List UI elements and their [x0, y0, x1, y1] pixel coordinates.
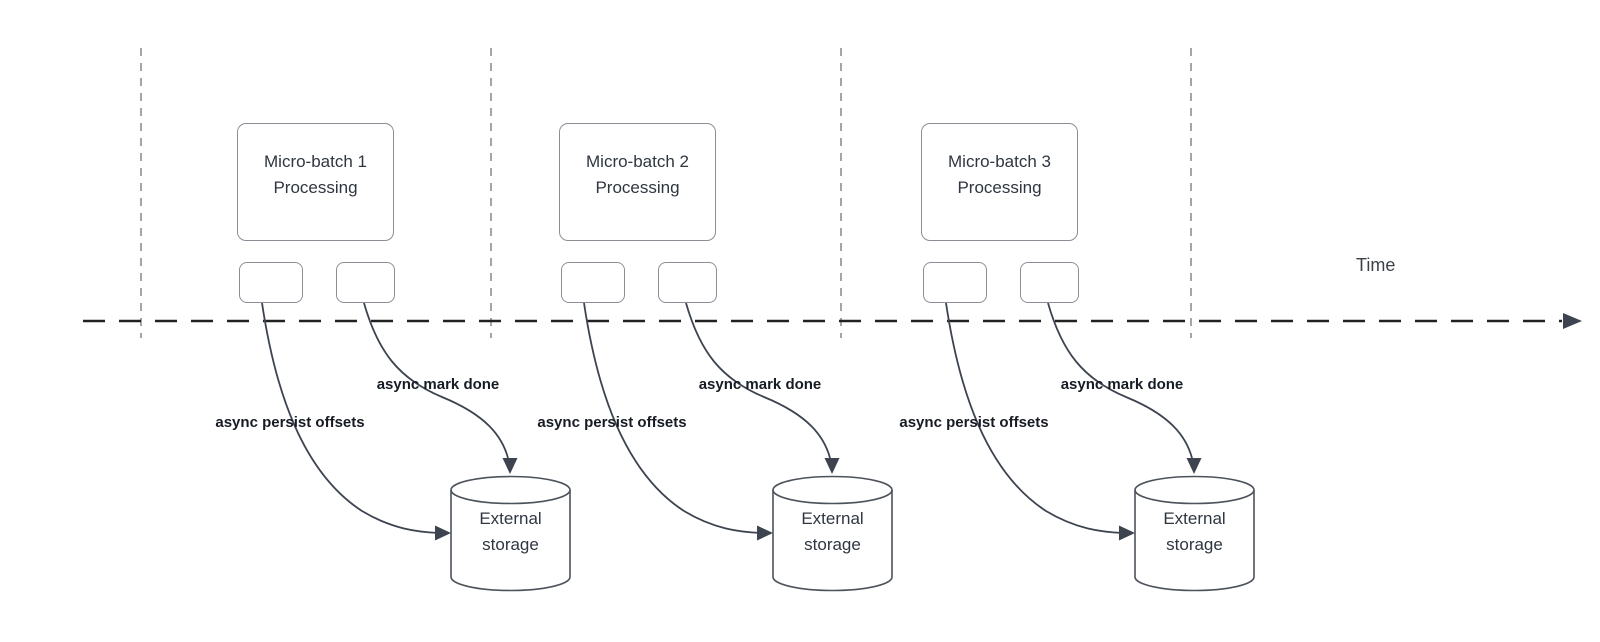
time-axis-arrowhead-icon	[1563, 313, 1582, 329]
persist-offsets-arrow	[261, 302, 440, 534]
micro-batch-1-box: Micro-batch 1 Processing	[237, 123, 394, 241]
external-storage-label-1: External storage	[479, 509, 542, 554]
cylinder-top-rim	[450, 489, 571, 505]
external-storage-label-3: External storage	[1163, 509, 1226, 554]
micro-batch-1-label: Micro-batch 1 Processing	[264, 152, 367, 197]
micro-batch-2-box: Micro-batch 2 Processing	[559, 123, 716, 241]
group-1-shapes	[261, 302, 571, 592]
offset-commit-box-3	[923, 262, 987, 303]
persist-offsets-arrow	[583, 302, 762, 534]
mark-done-label-3: async mark done	[1060, 376, 1184, 393]
micro-batch-3-box: Micro-batch 3 Processing	[921, 123, 1078, 241]
mark-done-label-1: async mark done	[376, 376, 500, 393]
external-storage-cylinder	[772, 475, 893, 592]
offset-commit-box-2	[561, 262, 625, 303]
persist-offsets-label-1: async persist offsets	[215, 414, 365, 431]
offset-commit-box-1	[239, 262, 303, 303]
external-storage-label-2: External storage	[801, 509, 864, 554]
micro-batch-2-label: Micro-batch 2 Processing	[586, 152, 689, 197]
mark-done-label-2: async mark done	[698, 376, 822, 393]
mark-done-box-2	[658, 262, 717, 303]
done-arrowhead-icon	[824, 458, 840, 474]
persist-offsets-label-3: async persist offsets	[899, 414, 1049, 431]
mark-done-arrow	[363, 302, 509, 459]
time-axis-label: Time	[1356, 255, 1396, 275]
mark-done-box-3	[1020, 262, 1079, 303]
cylinder-top-rim	[772, 489, 893, 505]
external-storage-cylinder	[450, 475, 571, 592]
persist-arrowhead-icon	[435, 525, 451, 541]
mark-done-arrow	[1047, 302, 1193, 459]
mark-done-arrow	[685, 302, 831, 459]
cylinder-top-rim	[1134, 489, 1255, 505]
group-2-shapes	[583, 302, 893, 592]
persist-arrowhead-icon	[757, 525, 773, 541]
external-storage-cylinder	[1134, 475, 1255, 592]
group-3-shapes	[945, 302, 1255, 592]
persist-offsets-arrow	[945, 302, 1124, 534]
done-arrowhead-icon	[1186, 458, 1202, 474]
persist-arrowhead-icon	[1119, 525, 1135, 541]
done-arrowhead-icon	[502, 458, 518, 474]
mark-done-box-1	[336, 262, 395, 303]
persist-offsets-label-2: async persist offsets	[537, 414, 687, 431]
micro-batch-3-label: Micro-batch 3 Processing	[948, 152, 1051, 197]
